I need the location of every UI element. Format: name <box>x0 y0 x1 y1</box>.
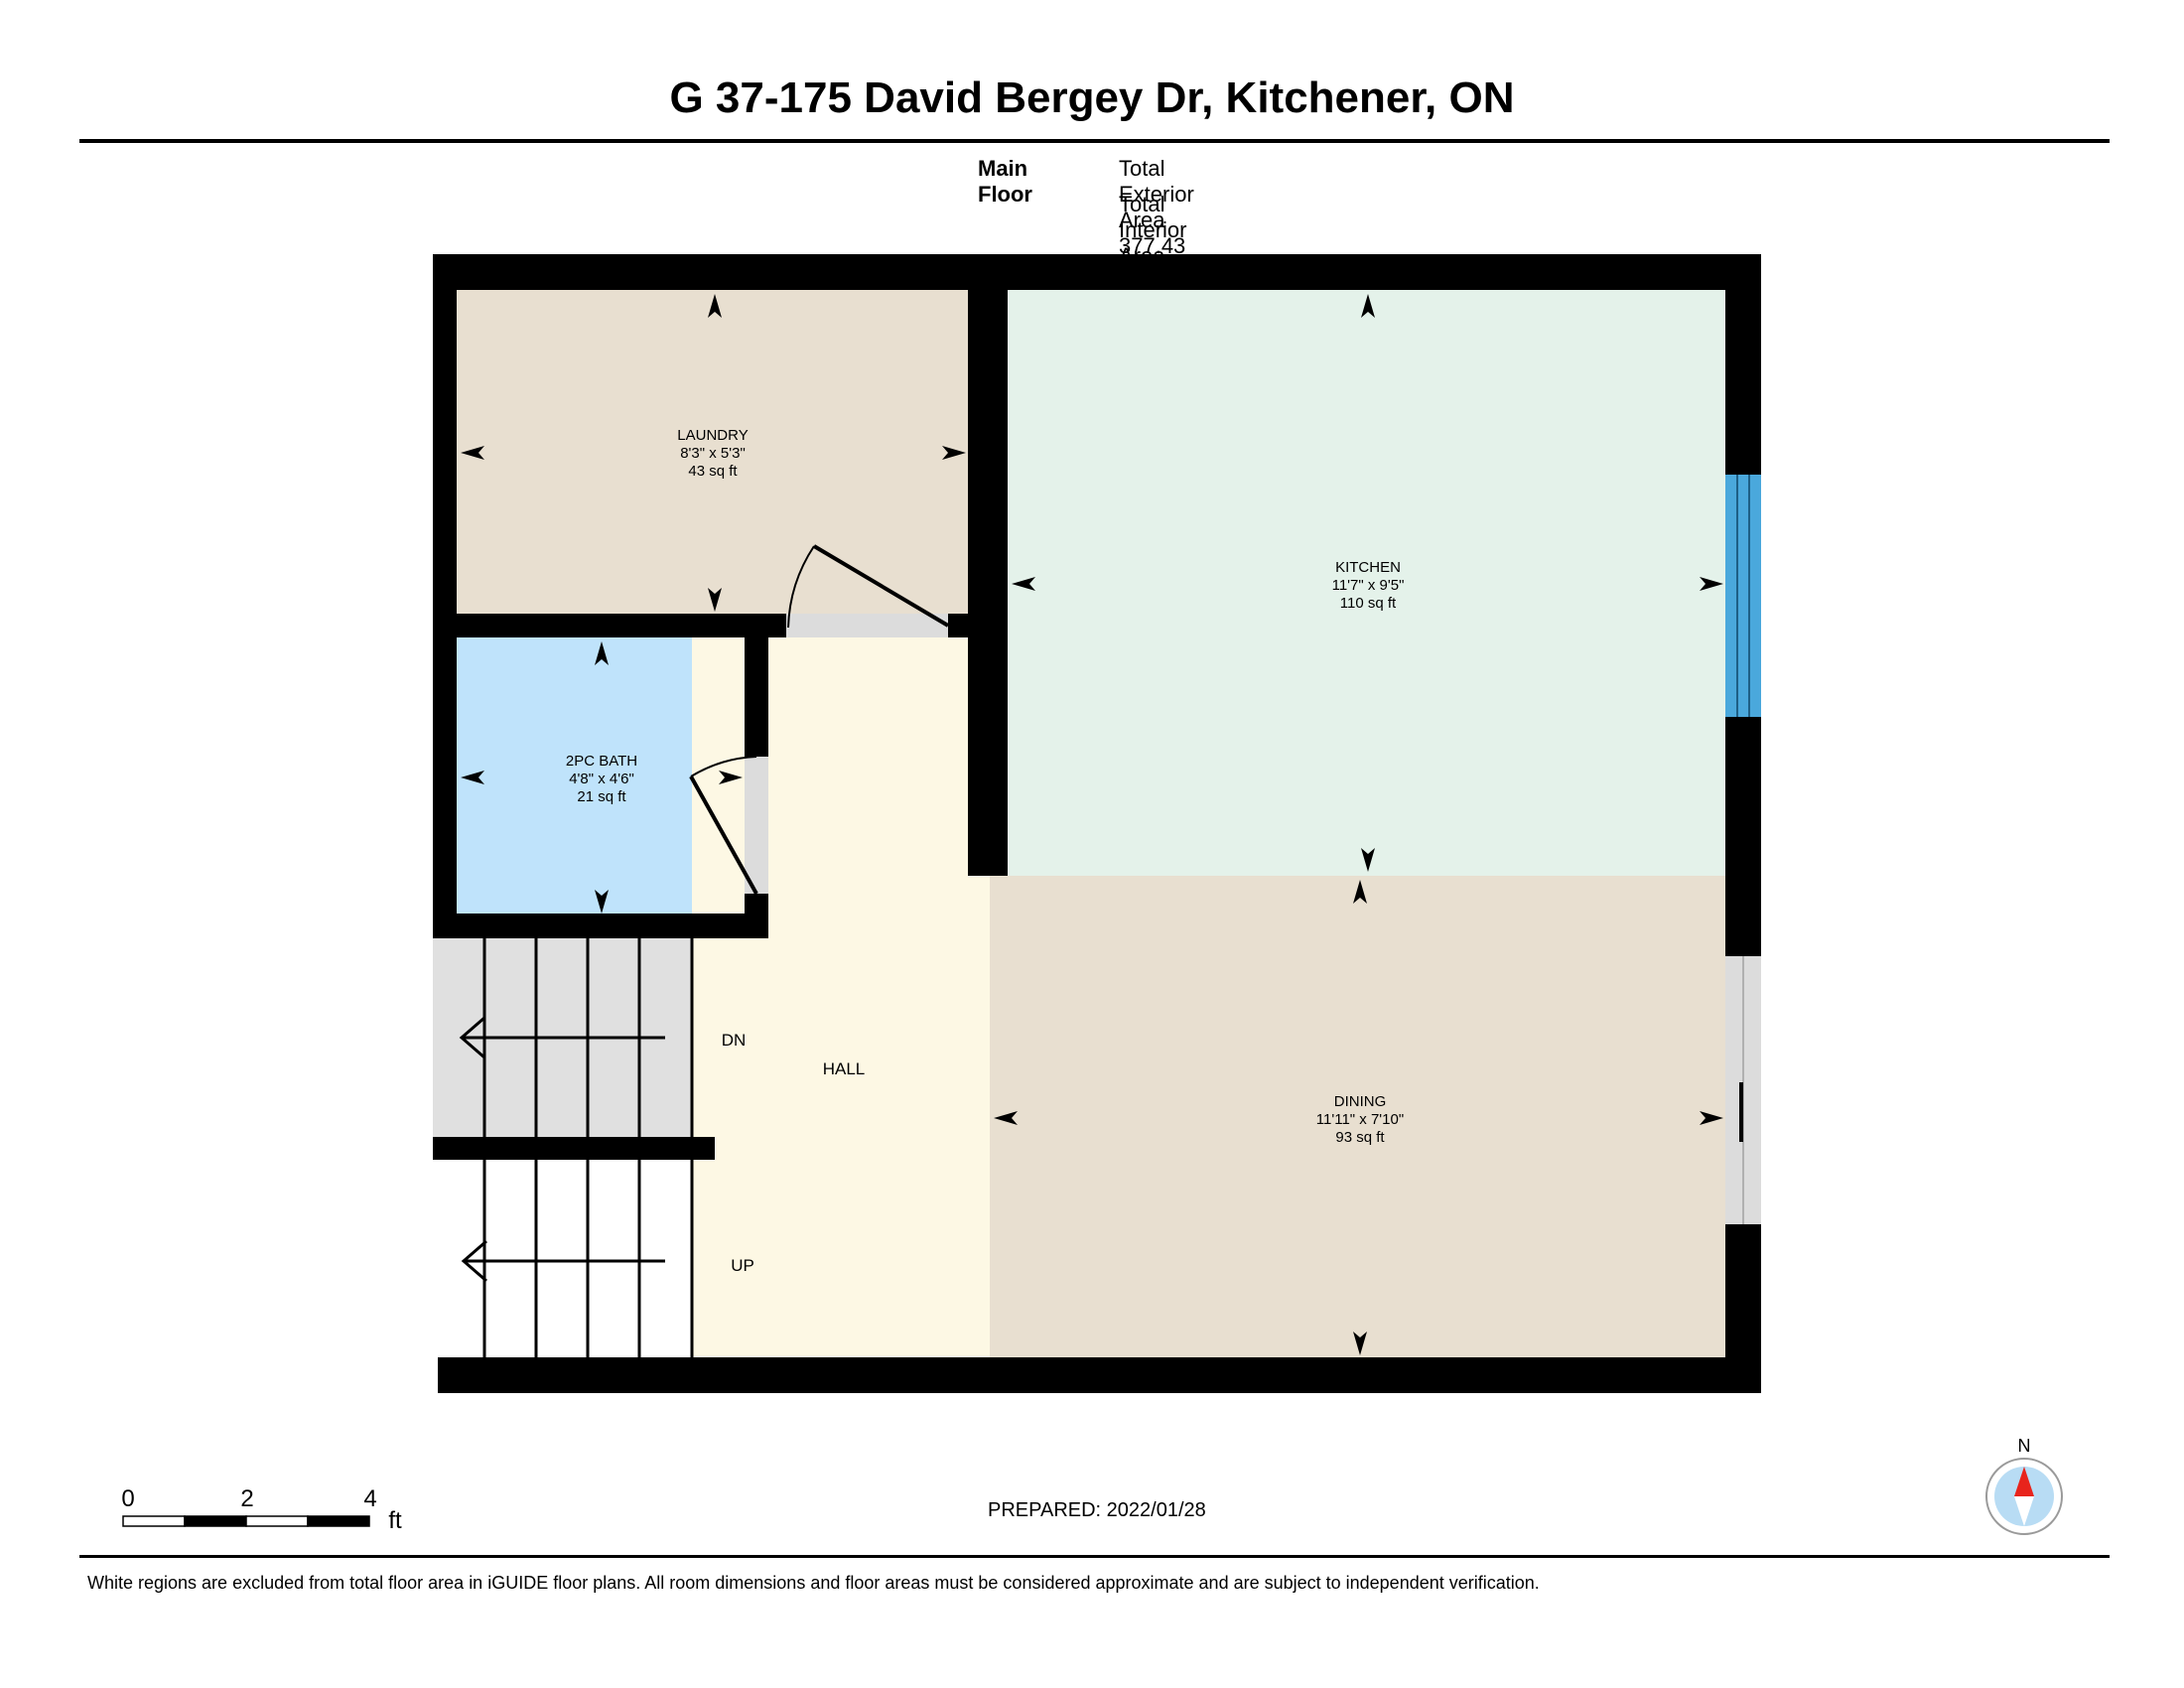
bath-area: 21 sq ft <box>577 788 626 805</box>
patio-door <box>1739 956 1744 1224</box>
disclaimer: White regions are excluded from total fl… <box>87 1573 1540 1593</box>
laundry-name: LAUNDRY <box>677 427 748 444</box>
scale-unit: ft <box>388 1507 402 1534</box>
dining-room <box>990 876 1725 1357</box>
scale-label-2: 2 <box>240 1485 253 1512</box>
laundry-dims: 8'3" x 5'3" <box>680 445 746 462</box>
page-title: G 37-175 David Bergey Dr, Kitchener, ON <box>669 73 1515 122</box>
bath-dims: 4'8" x 4'6" <box>569 771 634 787</box>
laundry-door-threshold <box>786 614 948 637</box>
bath-name: 2PC BATH <box>566 753 637 770</box>
kitchen-room <box>1008 290 1725 876</box>
kitchen-dims: 11'7" x 9'5" <box>1332 577 1405 594</box>
prepared-date: PREPARED: 2022/01/28 <box>988 1499 1206 1521</box>
laundry-door-swing <box>787 544 950 629</box>
scale-bar: 0 2 4 ft <box>121 1485 402 1534</box>
stairs-up-label: UP <box>731 1256 754 1275</box>
stairs-down-label: DN <box>722 1031 747 1050</box>
compass-north-label: N <box>2018 1436 2031 1456</box>
dining-area: 93 sq ft <box>1335 1129 1385 1146</box>
dining-dims: 11'11" x 7'10" <box>1316 1111 1404 1128</box>
stairs-down <box>433 938 694 1137</box>
laundry-room <box>457 290 968 616</box>
dining-name: DINING <box>1334 1093 1387 1110</box>
hall-area <box>692 637 990 1357</box>
kitchen-window <box>1725 475 1761 717</box>
laundry-area: 43 sq ft <box>688 463 738 480</box>
kitchen-area: 110 sq ft <box>1340 595 1397 612</box>
bath-door-threshold <box>745 757 768 894</box>
compass-icon: N <box>1985 1436 2063 1535</box>
hall-name: HALL <box>823 1059 866 1078</box>
walls <box>433 254 1761 1393</box>
kitchen-name: KITCHEN <box>1335 559 1401 576</box>
dimension-markers <box>461 294 1723 1355</box>
footer-divider <box>79 1555 2110 1558</box>
bath-door-swing <box>689 756 758 895</box>
header-divider <box>79 139 2110 143</box>
scale-label-0: 0 <box>121 1485 134 1512</box>
stairs-up <box>437 1160 694 1357</box>
floor-label: Main Floor <box>978 156 1032 207</box>
scale-label-4: 4 <box>363 1485 376 1512</box>
